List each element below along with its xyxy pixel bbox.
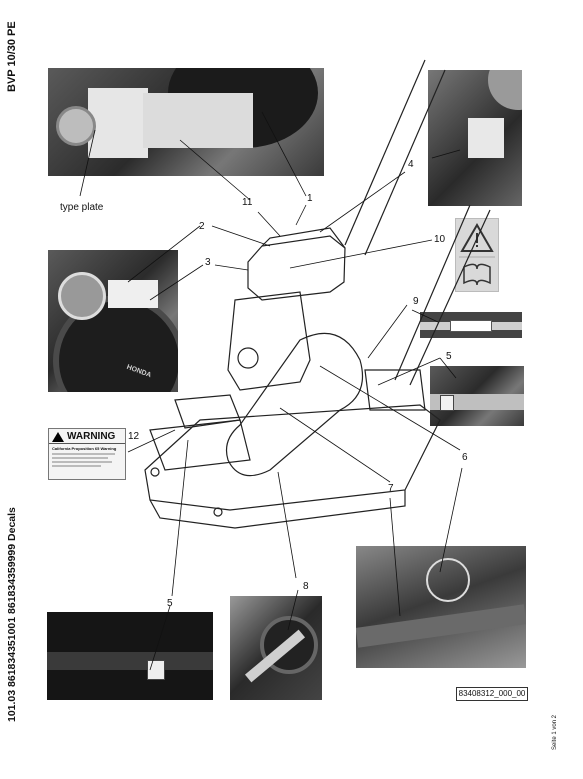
- callout-4: 4: [408, 159, 414, 170]
- callout-6: 6: [462, 452, 468, 463]
- figure-reference: 83408312_000_00: [456, 687, 528, 701]
- callout-5-lower: 5: [167, 598, 173, 609]
- callout-3: 3: [205, 257, 211, 268]
- leader-9-a: [367, 304, 408, 359]
- callout-5-upper: 5: [446, 351, 452, 362]
- callout-9: 9: [413, 296, 419, 307]
- hazard-decal: [455, 218, 499, 292]
- model-title: BVP 10/30 PE: [6, 21, 18, 92]
- callout-1: 1: [307, 193, 313, 204]
- photo-lifting-eye: [356, 546, 526, 668]
- document-title: 101.03 861834351001 861834359999 Decals: [6, 507, 18, 722]
- page-number: Seite 1 von 2: [552, 714, 558, 750]
- callout-11: 11: [242, 197, 253, 208]
- photo-handle-decal: [428, 70, 522, 206]
- leader-1-b: [295, 204, 307, 226]
- callout-type-plate: type plate: [60, 202, 104, 213]
- warning-triangle-icon: [459, 222, 495, 286]
- photo-base-plate-decal: [47, 612, 213, 700]
- leader-4-b: [319, 171, 406, 233]
- callout-12: 12: [128, 431, 140, 442]
- warning-subheading: California Proposition 65 Warning: [52, 446, 117, 451]
- leader-11-b: [257, 211, 281, 237]
- callout-7: 7: [388, 483, 394, 494]
- callout-8: 8: [303, 581, 309, 592]
- warning-heading: WARNING: [67, 431, 116, 442]
- leader-10: [289, 239, 433, 269]
- photo-lever-decal: [420, 312, 522, 338]
- leader-8: [277, 471, 297, 579]
- leader-3-a: [214, 264, 249, 271]
- photo-lifting-point-decal: [430, 366, 524, 426]
- photo-engine-decals: HONDA: [48, 250, 178, 392]
- leader-5b: [171, 439, 189, 597]
- leader-7: [279, 407, 391, 483]
- leader-2-a: [211, 225, 271, 247]
- warning-body-lines: [49, 451, 125, 471]
- warning-icon: [52, 431, 64, 442]
- warning-decal: WARNING California Proposition 65 Warnin…: [48, 428, 126, 480]
- callout-10: 10: [434, 234, 446, 245]
- photo-type-plate: [48, 68, 324, 176]
- photo-belt-guard-decal: [230, 596, 322, 700]
- callout-2: 2: [199, 221, 205, 232]
